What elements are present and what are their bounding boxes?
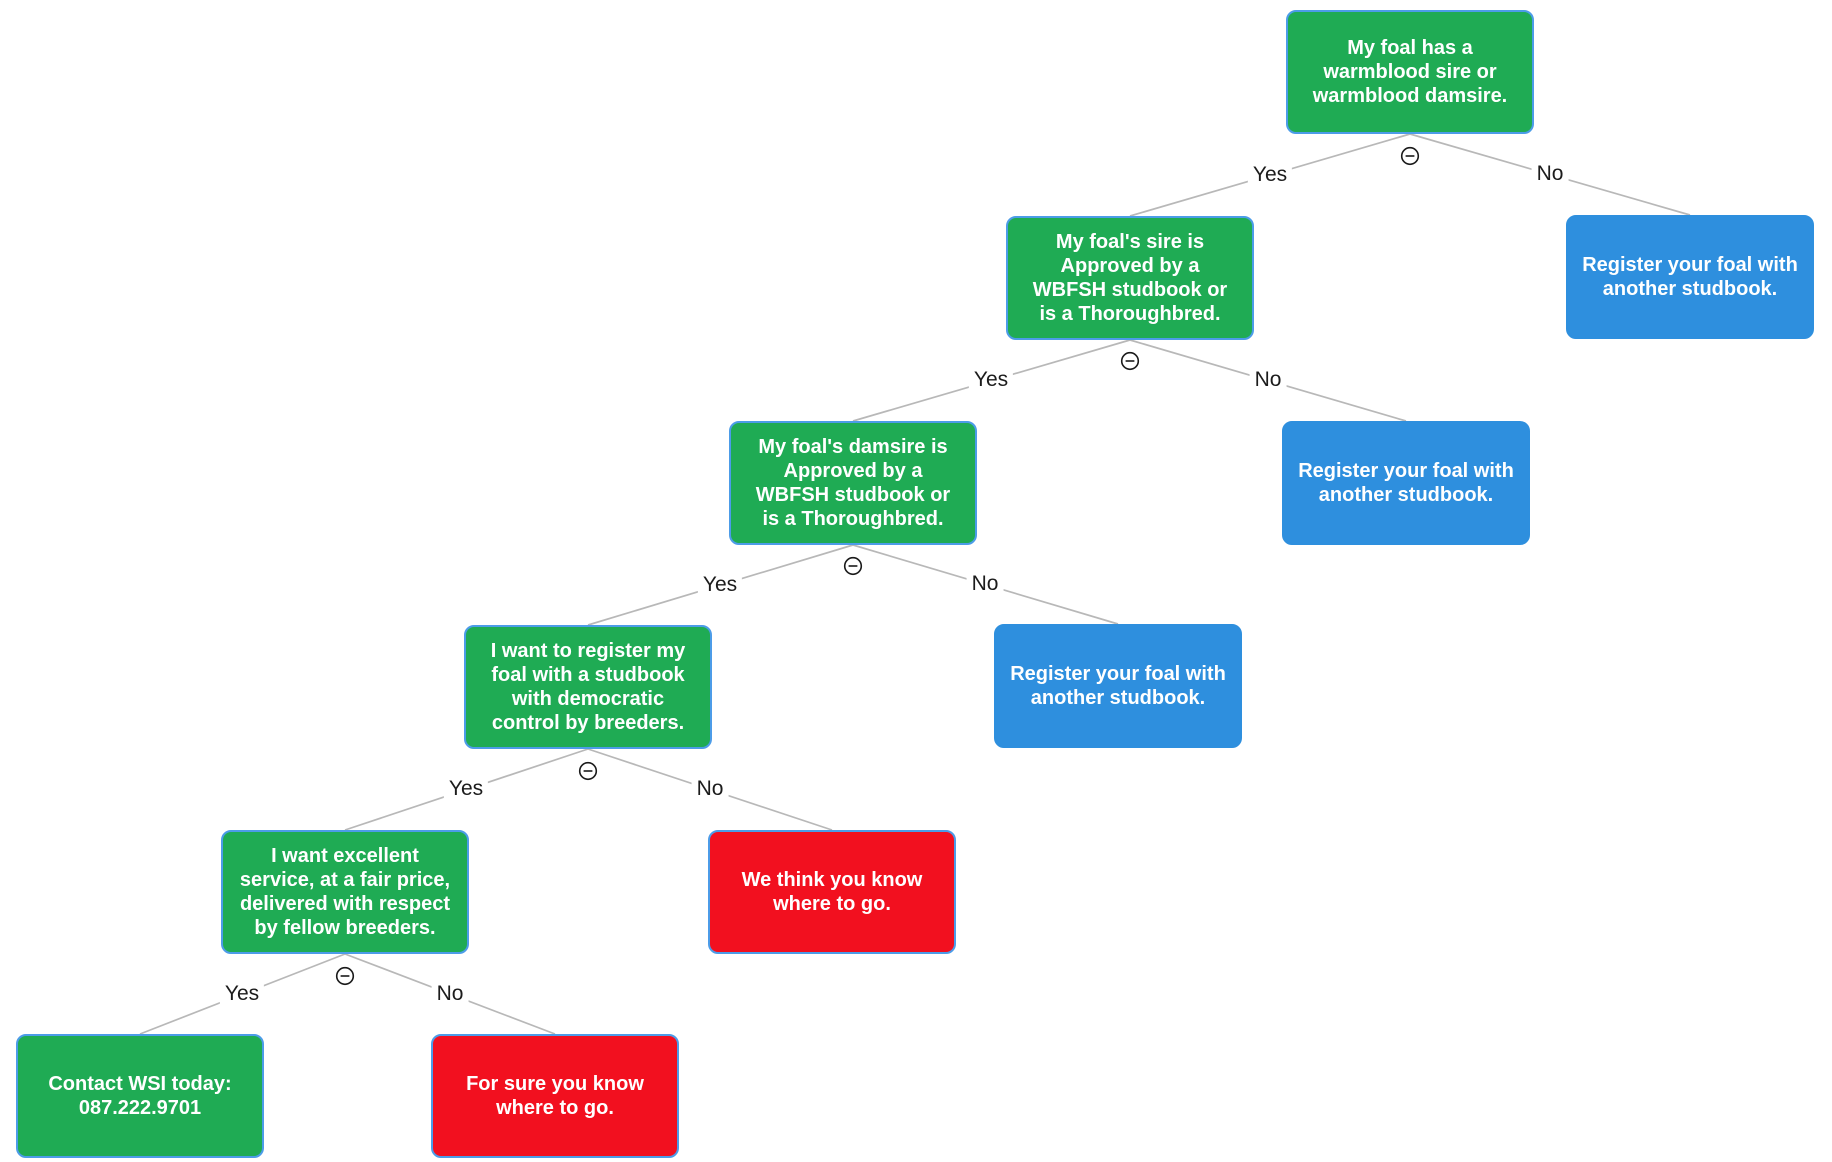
edge-label-yes-3: Yes [697, 573, 743, 597]
outcome-node-contact-wsi-label: Contact WSI today: 087.222.9701 [48, 1073, 232, 1119]
outcome-node-register-other-1-label: Register your foal with another studbook… [1582, 254, 1798, 300]
collapse-minus-icon-4[interactable] [578, 761, 598, 781]
decision-node-democratic-control[interactable]: I want to register my foal with a studbo… [464, 625, 712, 749]
edge-label-yes-2: Yes [968, 368, 1014, 392]
outcome-node-contact-wsi[interactable]: Contact WSI today: 087.222.9701 [16, 1034, 264, 1158]
decision-node-service-label: I want excellent service, at a fair pric… [239, 845, 451, 939]
outcome-node-register-other-3[interactable]: Register your foal with another studbook… [994, 624, 1242, 748]
outcome-node-we-think-you-know-label: We think you know where to go. [741, 869, 923, 915]
outcome-node-for-sure-you-know-label: For sure you know where to go. [466, 1073, 644, 1119]
decision-node-warmblood-label: My foal has a warmblood sire or warmbloo… [1312, 37, 1508, 107]
edge-label-no-1: No [1531, 162, 1569, 186]
collapse-minus-icon-1[interactable] [1400, 146, 1420, 166]
collapse-minus-icon-5[interactable] [335, 966, 355, 986]
edge-label-no-3: No [966, 572, 1004, 596]
decision-node-damsire-label: My foal's damsire is Approved by a WBFSH… [755, 436, 951, 530]
edge-label-no-4: No [691, 777, 729, 801]
outcome-node-for-sure-you-know[interactable]: For sure you know where to go. [431, 1034, 679, 1158]
outcome-node-we-think-you-know[interactable]: We think you know where to go. [708, 830, 956, 954]
edge-label-yes-4: Yes [443, 777, 489, 801]
decision-node-sire[interactable]: My foal's sire is Approved by a WBFSH st… [1006, 216, 1254, 340]
decision-node-damsire[interactable]: My foal's damsire is Approved by a WBFSH… [729, 421, 977, 545]
edge-label-yes-5: Yes [219, 982, 265, 1006]
decision-node-service[interactable]: I want excellent service, at a fair pric… [221, 830, 469, 954]
outcome-node-register-other-2[interactable]: Register your foal with another studbook… [1282, 421, 1530, 545]
decision-node-warmblood[interactable]: My foal has a warmblood sire or warmbloo… [1286, 10, 1534, 134]
outcome-node-register-other-2-label: Register your foal with another studbook… [1298, 460, 1514, 506]
collapse-minus-icon-2[interactable] [1120, 351, 1140, 371]
edge-label-no-2: No [1249, 368, 1287, 392]
outcome-node-register-other-3-label: Register your foal with another studbook… [1010, 663, 1226, 709]
decision-node-democratic-control-label: I want to register my foal with a studbo… [490, 640, 686, 734]
collapse-minus-icon-3[interactable] [843, 556, 863, 576]
edge-label-no-5: No [431, 982, 469, 1006]
outcome-node-register-other-1[interactable]: Register your foal with another studbook… [1566, 215, 1814, 339]
edge-label-yes-1: Yes [1247, 163, 1293, 187]
decision-node-sire-label: My foal's sire is Approved by a WBFSH st… [1032, 231, 1228, 325]
